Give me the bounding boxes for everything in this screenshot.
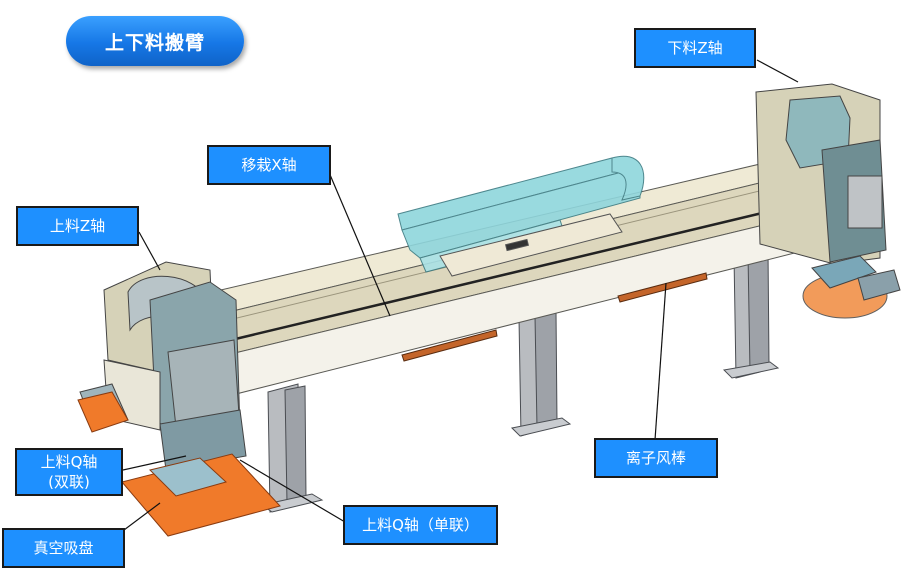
load-head xyxy=(79,261,247,471)
label-vacuum-cup: 真空吸盘 xyxy=(2,528,125,568)
label-load-q-axis-dual-line2: (双联) xyxy=(48,473,90,491)
unload-head xyxy=(755,83,901,319)
main-beam xyxy=(176,149,848,396)
label-load-q-axis-dual-line1: 上料Q轴 xyxy=(40,453,98,471)
label-transfer-x-axis: 移栽X轴 xyxy=(207,145,331,185)
label-load-q-axis-dual: 上料Q轴 (双联) xyxy=(15,448,123,496)
leader-lines xyxy=(122,59,799,531)
x-carriage xyxy=(439,213,623,277)
label-unload-z-axis: 下料Z轴 xyxy=(634,28,756,68)
label-load-z-axis: 上料Z轴 xyxy=(16,206,139,246)
label-ionizer-bar: 离子风棒 xyxy=(594,438,718,478)
page-title: 上下料搬臂 xyxy=(66,16,244,66)
label-load-q-axis-single: 上料Q轴（单联） xyxy=(343,505,498,545)
vacuum-plates xyxy=(77,391,281,537)
ionizer-bars xyxy=(401,272,708,362)
